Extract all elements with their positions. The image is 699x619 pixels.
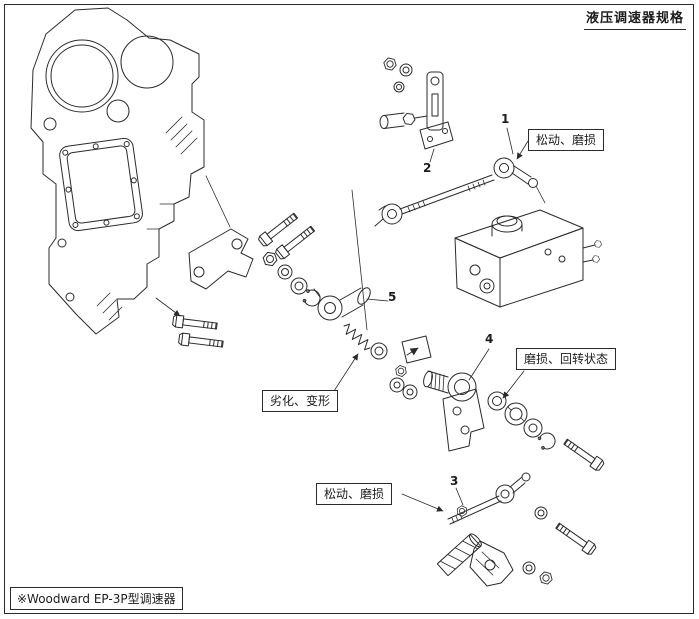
callout-deterioration-deformation: 劣化、变形 xyxy=(262,390,339,412)
part-number-5: 5 xyxy=(388,290,397,304)
part-number-4: 4 xyxy=(485,332,494,346)
lever-assembly-5 xyxy=(313,287,371,321)
part-number-3: 3 xyxy=(450,474,459,488)
bolt xyxy=(555,522,597,555)
linkage-rod-1 xyxy=(374,157,546,227)
bolt xyxy=(563,438,605,471)
bearing xyxy=(504,402,528,426)
hex-nut xyxy=(383,57,397,71)
bolt xyxy=(258,212,299,247)
leader-lines xyxy=(155,127,529,512)
hex-nut xyxy=(395,365,407,377)
governor-assembly xyxy=(454,209,602,308)
footnote-governor-model: ※Woodward EP-3P型调速器 xyxy=(10,587,183,610)
callout-wear-rotation: 磨损、回转状态 xyxy=(516,348,617,370)
bolt xyxy=(178,332,224,348)
part-number-1: 1 xyxy=(501,112,510,126)
spring xyxy=(343,323,371,351)
direction-arrow-icon xyxy=(401,335,432,364)
link-wire xyxy=(351,189,368,331)
part-number-2: 2 xyxy=(423,161,432,175)
engine-block xyxy=(30,7,205,335)
clevis-fork xyxy=(436,533,514,587)
hex-nut xyxy=(539,571,553,585)
page-border xyxy=(4,4,694,614)
circlip xyxy=(302,289,321,307)
linkage-rod-3 xyxy=(447,472,531,525)
spring-seat xyxy=(370,342,388,360)
bracket-assembly-2 xyxy=(379,71,454,150)
washer xyxy=(277,63,548,575)
mounting-bracket xyxy=(188,175,254,290)
bolt xyxy=(172,314,218,330)
roller-assembly-4 xyxy=(423,370,485,452)
circlip xyxy=(537,432,556,450)
bolt xyxy=(275,225,316,260)
hex-nut xyxy=(262,251,278,267)
page-title: 液压调速器规格 xyxy=(583,7,686,30)
callout-loose-wear-bottom: 松动、磨损 xyxy=(316,483,393,505)
callout-loose-wear-top: 松动、磨损 xyxy=(528,129,605,151)
